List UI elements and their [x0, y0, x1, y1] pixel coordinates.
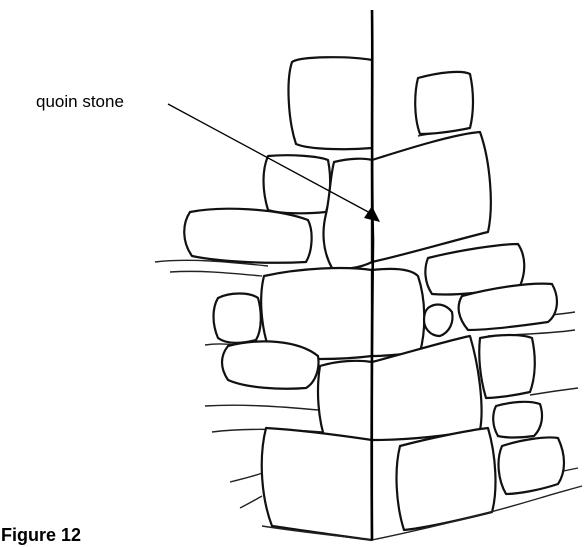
- stone: [289, 57, 372, 149]
- stone: [262, 428, 372, 540]
- stone: [424, 305, 453, 336]
- course-line: [240, 496, 262, 508]
- course-line: [230, 472, 265, 482]
- quoin-stone-label: quoin stone: [36, 92, 124, 112]
- stone: [479, 335, 535, 398]
- course-line: [170, 271, 262, 276]
- stone: [264, 155, 331, 213]
- stone: [184, 209, 311, 263]
- course-line: [205, 405, 318, 410]
- stone: [318, 361, 372, 445]
- course-line: [530, 388, 578, 395]
- corner-line: [372, 10, 373, 540]
- stone: [222, 341, 319, 388]
- stone: [372, 132, 491, 262]
- stone: [372, 269, 424, 356]
- stone: [324, 159, 372, 269]
- stone: [499, 437, 564, 494]
- figure-caption: Figure 12: [1, 525, 81, 546]
- stone: [493, 402, 542, 438]
- stone: [415, 72, 473, 134]
- stone: [214, 294, 261, 343]
